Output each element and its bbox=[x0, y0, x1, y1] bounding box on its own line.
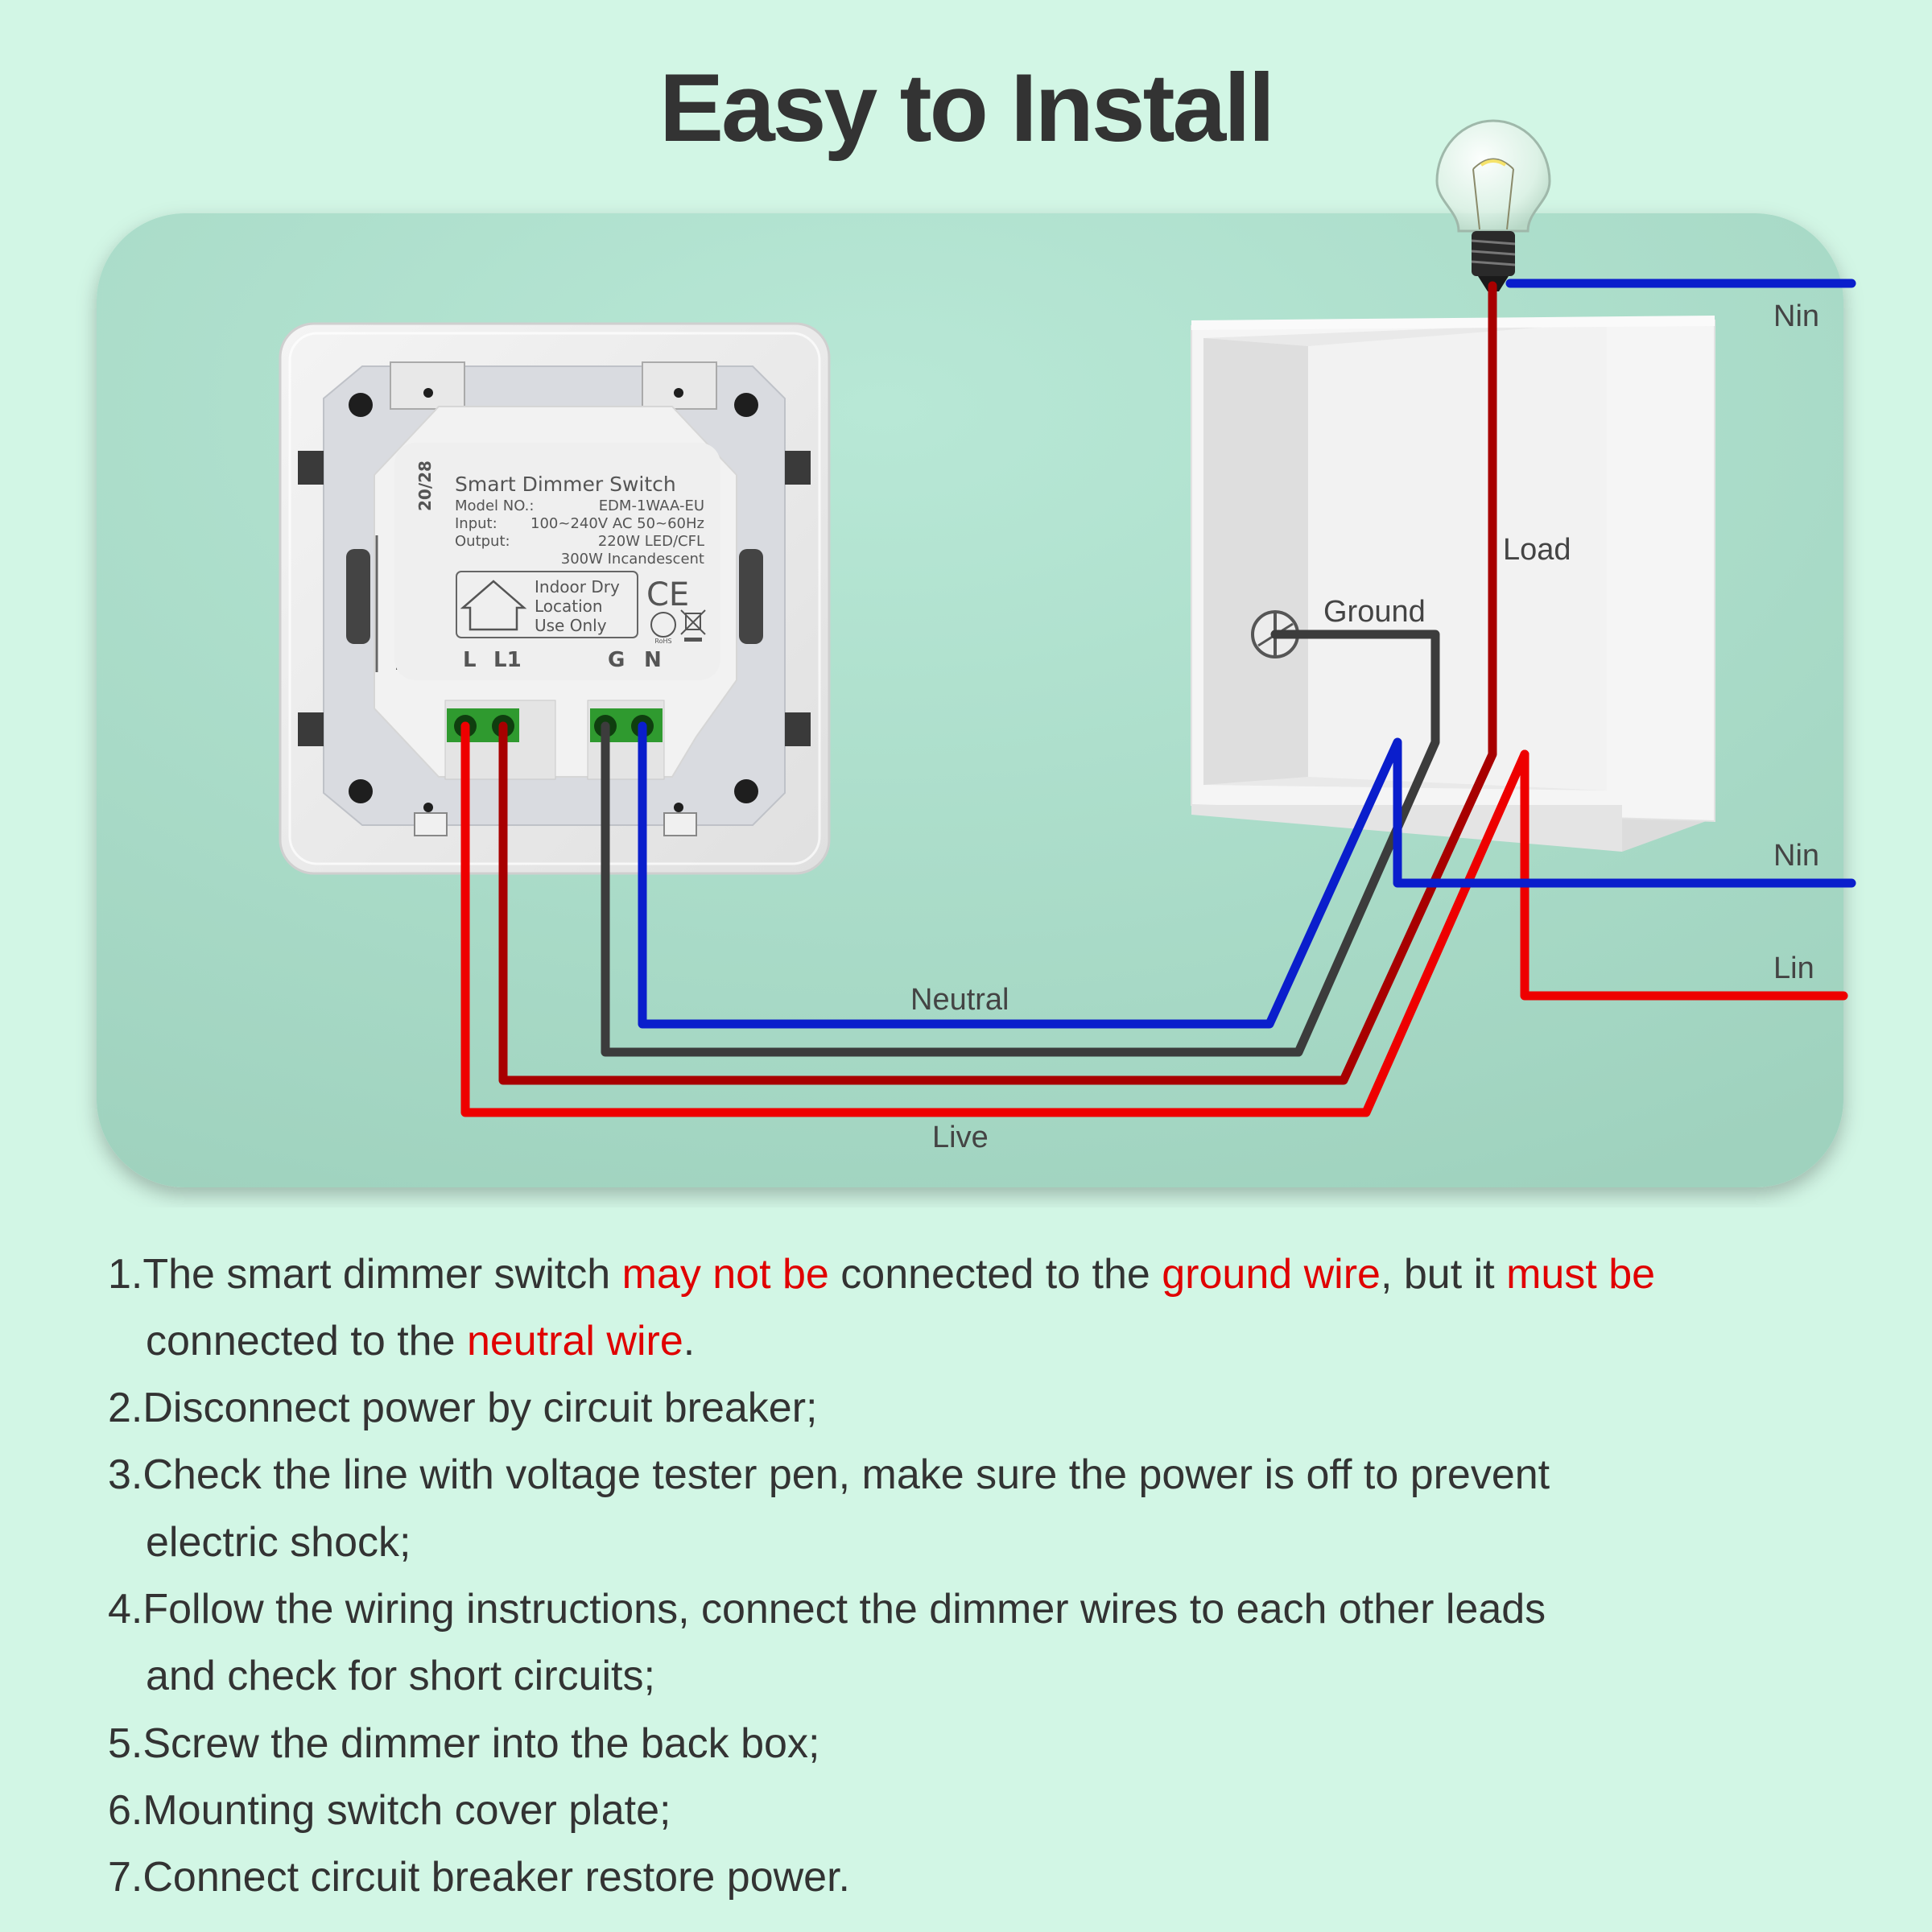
junction-box bbox=[1191, 316, 1715, 852]
label-load: Load bbox=[1503, 533, 1571, 567]
label-live: Live bbox=[932, 1121, 989, 1154]
indoor-line-2: Location bbox=[535, 597, 603, 616]
rohs-label: RoHS bbox=[654, 638, 671, 645]
ce-mark: CE bbox=[646, 576, 689, 613]
output-key: Output: bbox=[455, 533, 510, 550]
wiring-diagram: 20/28 Smart Dimmer Switch Model NO.: EDM… bbox=[97, 119, 1856, 1187]
page-title: Easy to Install bbox=[659, 54, 1275, 162]
label-lin: Lin bbox=[1773, 952, 1814, 985]
terminal-g: G bbox=[608, 648, 625, 672]
terminal-n: N bbox=[644, 648, 662, 672]
indoor-line-3: Use Only bbox=[535, 616, 607, 635]
instruction-2: 2.Disconnect power by circuit breaker; bbox=[108, 1385, 818, 1431]
instruction-7: 7.Connect circuit breaker restore power. bbox=[108, 1854, 850, 1901]
output-value-2: 300W Incandescent bbox=[561, 551, 704, 568]
indoor-line-1: Indoor Dry bbox=[535, 577, 620, 597]
house-icon bbox=[460, 580, 527, 631]
model-value: EDM-1WAA-EU bbox=[599, 497, 704, 514]
instruction-5: 5.Screw the dimmer into the back box; bbox=[108, 1720, 820, 1767]
live-wire-in bbox=[1520, 749, 1848, 1001]
ground-wire bbox=[601, 630, 1440, 1057]
light-bulb-icon bbox=[1435, 119, 1551, 291]
dimmer-switch-back: 20/28 Smart Dimmer Switch Model NO.: EDM… bbox=[279, 322, 831, 875]
emphasis-ground-wire: ground wire bbox=[1162, 1251, 1381, 1298]
terminal-l1: L1 bbox=[493, 648, 522, 672]
label-ground: Ground bbox=[1323, 595, 1426, 629]
instruction-3-cont: electric shock; bbox=[146, 1519, 411, 1566]
wires bbox=[460, 279, 1856, 1117]
label-nin-top: Nin bbox=[1773, 299, 1819, 333]
load-wire bbox=[498, 281, 1497, 1085]
instruction-6: 6.Mounting switch cover plate; bbox=[108, 1787, 671, 1834]
instruction-1: 1.The smart dimmer switch may not be con… bbox=[108, 1251, 1656, 1298]
label-nin-mid: Nin bbox=[1773, 839, 1819, 873]
output-value-1: 220W LED/CFL bbox=[598, 533, 704, 550]
model-key: Model NO.: bbox=[455, 497, 534, 514]
rohs-icon bbox=[650, 612, 676, 638]
instruction-4: 4.Follow the wiring instructions, connec… bbox=[108, 1586, 1546, 1633]
emphasis-may-not-be: may not be bbox=[621, 1251, 829, 1298]
emphasis-must-be: must be bbox=[1506, 1251, 1656, 1298]
input-value: 100~240V AC 50~60Hz bbox=[530, 515, 704, 532]
label-neutral: Neutral bbox=[910, 983, 1009, 1017]
device-code: 20/28 bbox=[415, 460, 435, 511]
instruction-4-cont: and check for short circuits; bbox=[146, 1653, 655, 1699]
instruction-1-cont: connected to the neutral wire. bbox=[146, 1318, 696, 1364]
terminal-l: L bbox=[463, 648, 477, 672]
neutral-wire bbox=[638, 721, 1856, 1029]
input-key: Input: bbox=[455, 515, 497, 532]
instruction-3: 3.Check the line with voltage tester pen… bbox=[108, 1451, 1550, 1498]
device-name: Smart Dimmer Switch bbox=[455, 473, 676, 496]
emphasis-neutral-wire: neutral wire bbox=[466, 1318, 683, 1364]
weee-bin-icon bbox=[680, 609, 706, 642]
live-wire bbox=[460, 721, 1530, 1117]
